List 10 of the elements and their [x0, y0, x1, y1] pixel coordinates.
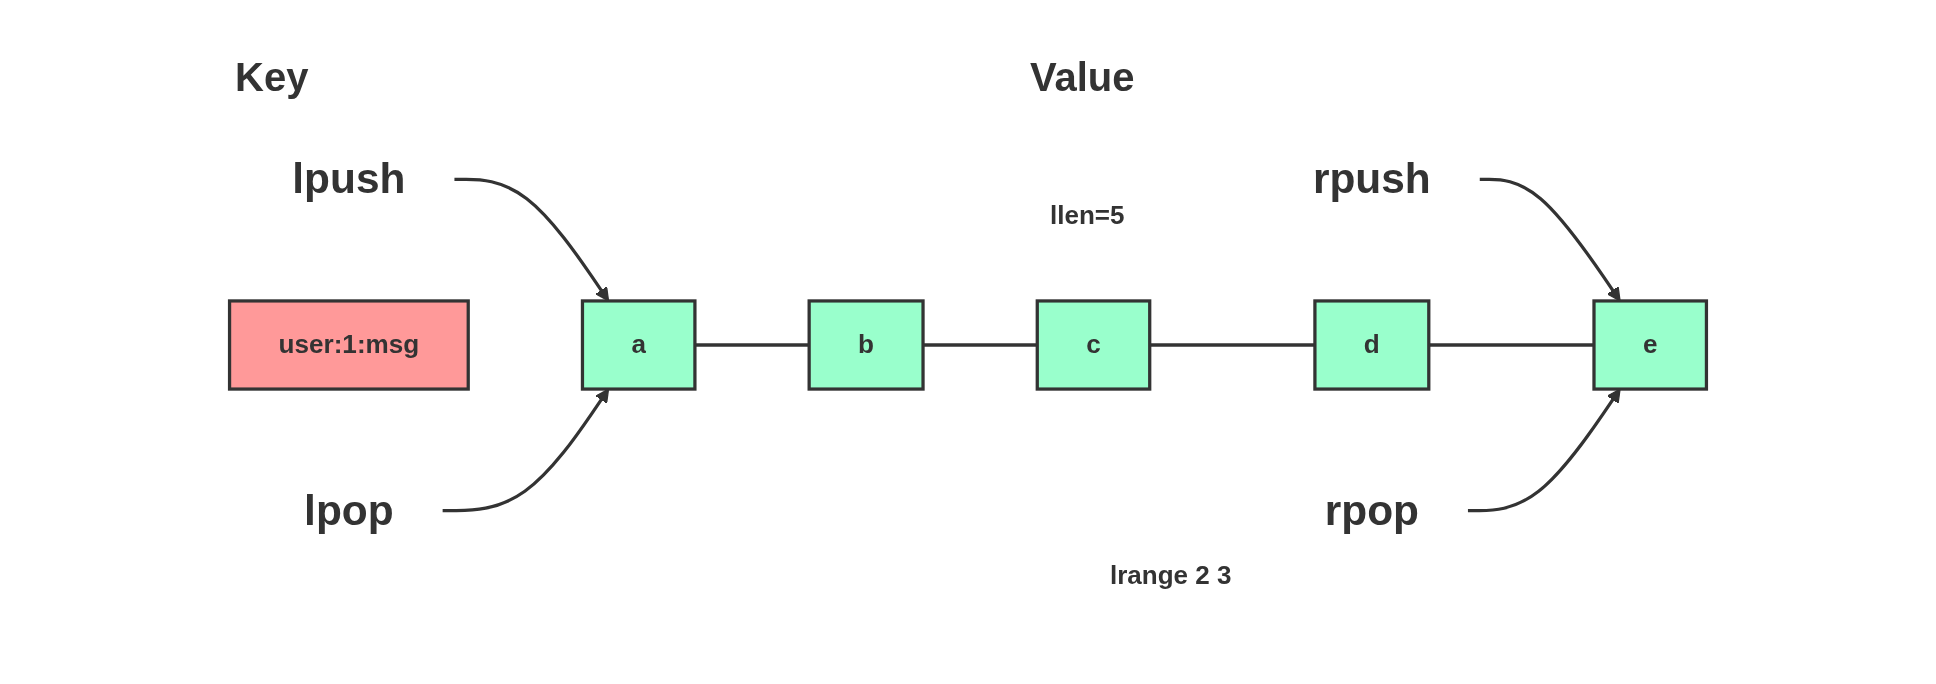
node-box: b: [807, 299, 925, 391]
node-box: user:1:msg: [227, 299, 470, 391]
node-text: rpush: [1312, 154, 1431, 204]
node-box: a: [580, 299, 697, 391]
node-box: c: [1035, 299, 1152, 391]
node-text: rpop: [1324, 485, 1419, 535]
node-box: e: [1592, 299, 1709, 391]
node-text: lpop: [304, 485, 394, 535]
node-box: d: [1313, 299, 1431, 391]
node-text: lpush: [292, 154, 406, 204]
